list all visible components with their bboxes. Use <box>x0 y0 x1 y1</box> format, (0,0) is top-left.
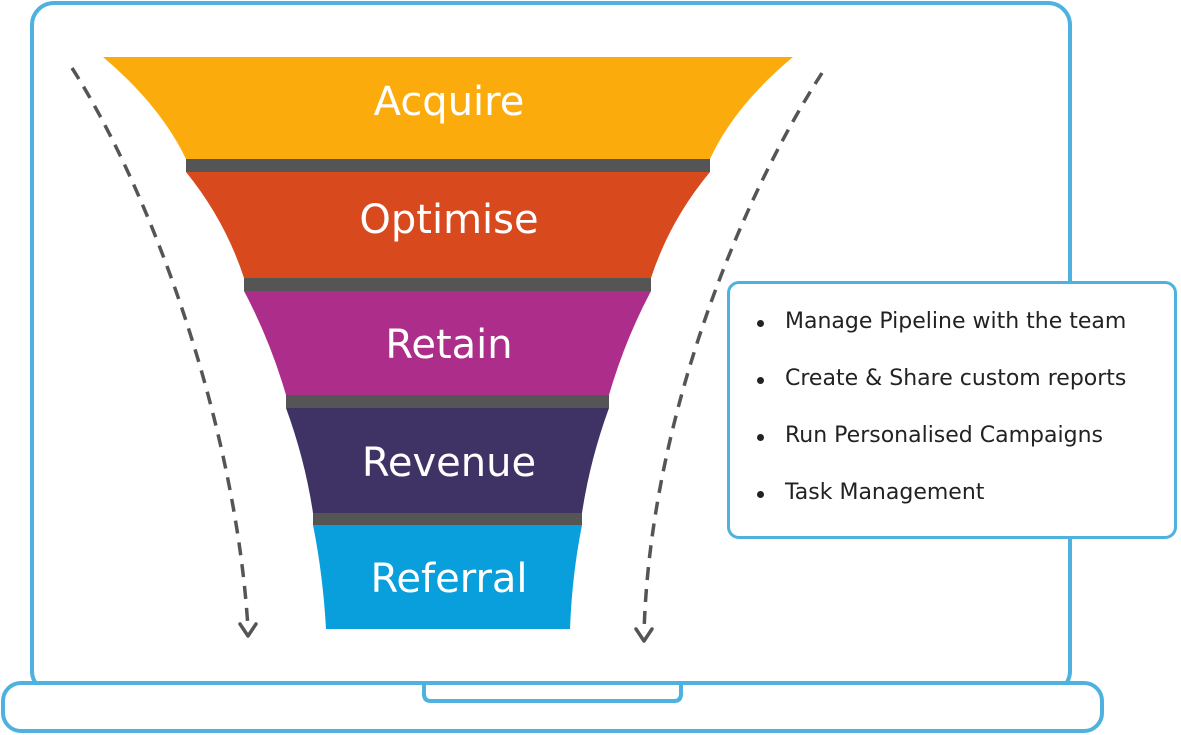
feature-item: Create & Share custom reports <box>755 366 1174 423</box>
stage-label-referral: Referral <box>370 556 527 602</box>
features-panel: Manage Pipeline with the team Create & S… <box>727 281 1177 539</box>
stage-label-optimise: Optimise <box>359 197 538 243</box>
features-list: Manage Pipeline with the team Create & S… <box>730 284 1174 537</box>
feature-text: Manage Pipeline with the team <box>785 309 1127 334</box>
stage-label-acquire: Acquire <box>374 79 525 125</box>
funnel-separator <box>244 278 651 291</box>
funnel-separator <box>313 513 582 525</box>
funnel-stage-retain <box>244 291 651 395</box>
left-arrowhead-icon <box>238 622 258 638</box>
stage-label-retain: Retain <box>385 322 512 368</box>
bullet-icon <box>757 434 764 441</box>
funnel-stage-revenue <box>286 408 609 513</box>
bullet-icon <box>757 377 764 384</box>
funnel-stage-acquire <box>103 57 793 159</box>
bullet-icon <box>757 320 764 327</box>
funnel-separator <box>286 395 609 408</box>
right-arrowhead-icon <box>634 627 654 643</box>
right-flow-arrow <box>642 72 824 634</box>
bullet-icon <box>757 491 764 498</box>
laptop-base <box>1 681 1104 733</box>
feature-text: Create & Share custom reports <box>785 366 1127 391</box>
left-flow-arrow <box>70 67 250 629</box>
funnel-stage-referral <box>313 525 582 629</box>
funnel-stage-optimise <box>186 172 710 278</box>
feature-text: Run Personalised Campaigns <box>785 423 1103 448</box>
funnel-separator <box>186 159 710 172</box>
feature-item: Run Personalised Campaigns <box>755 423 1174 480</box>
feature-text: Task Management <box>785 480 985 505</box>
feature-item: Task Management <box>755 480 1174 537</box>
feature-item: Manage Pipeline with the team <box>755 309 1174 366</box>
laptop-notch <box>422 683 683 703</box>
stage-label-revenue: Revenue <box>362 440 536 486</box>
